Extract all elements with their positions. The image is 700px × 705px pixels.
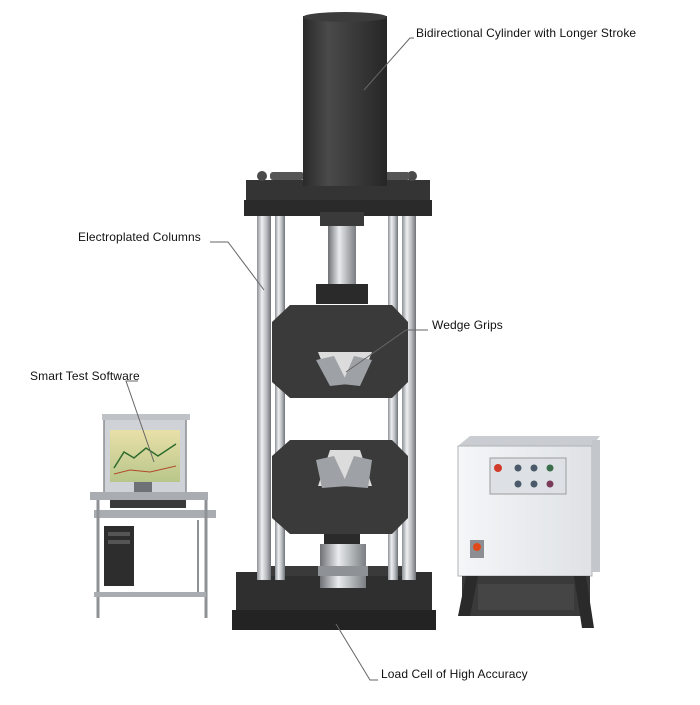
control-panel [489,457,567,495]
callout-line-cylinder [363,37,414,91]
column-left-outer [257,210,271,580]
computer-workstation [90,414,216,618]
label-wedge-grips: Wedge Grips [432,318,503,332]
piston-rod [328,214,356,288]
label-smart-test-software: Smart Test Software [30,369,140,383]
callout-line-load-cell [335,623,378,681]
emergency-stop-icon [473,543,481,551]
control-cabinet [457,436,600,628]
lower-wedge-grip [272,440,408,534]
computer-desk [90,492,208,500]
callout-lines [125,37,428,681]
column-left-inner [275,210,285,580]
label-electroplated-columns: Electroplated Columns [78,230,201,244]
column-right-outer [402,210,416,580]
callout-line-columns [210,241,265,291]
callout-line-software [125,380,155,463]
callout-line-grips [345,329,428,373]
label-load-cell: Load Cell of High Accuracy [381,667,528,681]
control-button-icon [514,464,522,472]
power-indicator-icon [494,464,502,472]
monitor-screen [110,430,180,482]
upper-wedge-grip [272,305,408,398]
label-bidirectional-cylinder: Bidirectional Cylinder with Longer Strok… [416,26,637,40]
load-frame [232,12,436,630]
hydraulic-cylinder [303,16,387,186]
